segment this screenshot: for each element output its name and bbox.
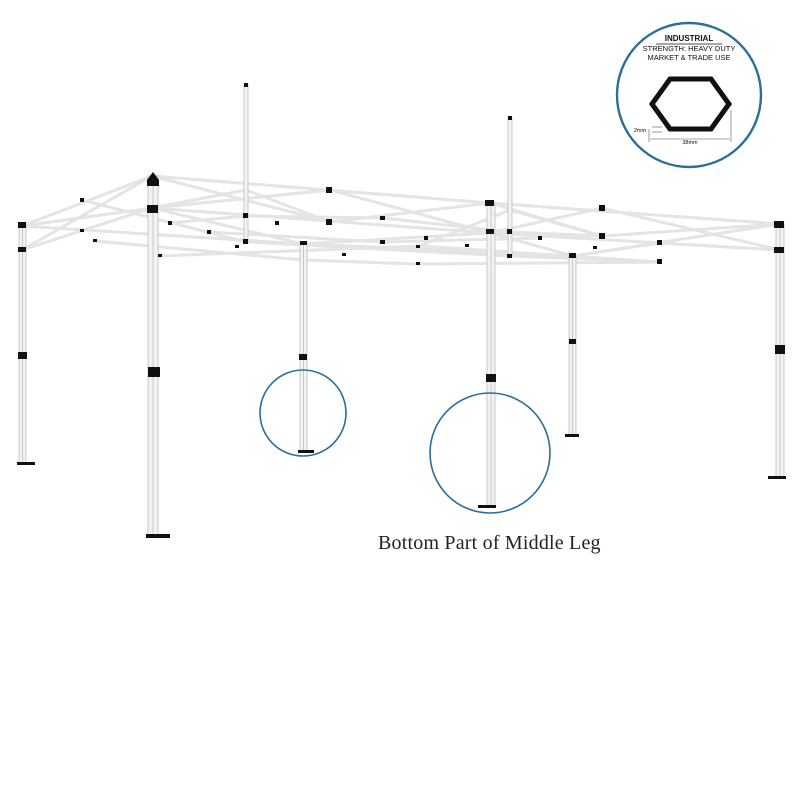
badge-line-2: MARKET & TRADE USE <box>647 53 730 62</box>
badge-line-1: STRENGTH: HEAVY DUTY <box>643 44 736 53</box>
wall-thickness-label: 2mm <box>634 128 647 134</box>
badge-title: INDUSTRIAL <box>665 34 714 43</box>
width-label: 38mm <box>682 140 698 146</box>
hexagon-profile-icon <box>648 76 733 132</box>
badge-circle <box>615 21 763 169</box>
dimension-lines <box>648 110 732 142</box>
corner-cap-front-left <box>147 172 159 186</box>
caption-bottom-part-middle-leg: Bottom Part of Middle Leg <box>378 532 601 554</box>
center-pole-left <box>243 84 249 243</box>
leg-inner-lines <box>22 176 781 536</box>
joints <box>17 83 786 538</box>
industrial-strength-badge: INDUSTRIAL STRENGTH: HEAVY DUTY MARKET &… <box>615 21 763 169</box>
callout-circle-middle-leg <box>429 392 551 514</box>
center-pole-right <box>507 117 513 257</box>
callout-circle-short-leg <box>259 369 347 457</box>
